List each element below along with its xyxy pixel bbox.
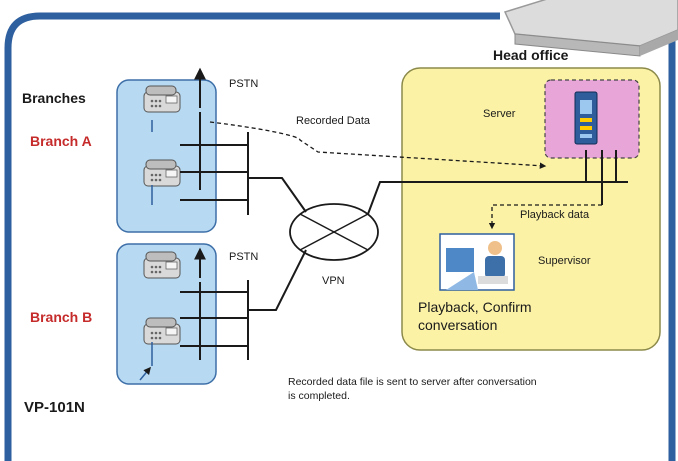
server-icon	[574, 91, 598, 145]
pstn-label-a: PSTN	[229, 78, 258, 90]
recorded-data-arrow	[209, 121, 547, 169]
recorder-device-icon	[503, 0, 678, 57]
note-line1: Recorded data file is sent to server aft…	[288, 376, 537, 388]
device-model-label: VP-101N	[24, 399, 85, 416]
branch-a-label: Branch A	[30, 133, 92, 149]
network-links	[248, 150, 628, 311]
playback-caption-line2: conversation	[418, 317, 497, 333]
branch-b-box	[116, 243, 217, 385]
branches-label: Branches	[22, 90, 86, 106]
supervisor-label: Supervisor	[538, 255, 591, 267]
telephone-icon	[143, 251, 181, 279]
branch-b-label: Branch B	[30, 309, 92, 325]
vpn-label: VPN	[322, 275, 345, 287]
playback-data-label: Playback data	[520, 209, 590, 221]
supervisor-at-computer-icon	[439, 233, 515, 291]
note-line2: is completed.	[288, 390, 350, 402]
vpn-cloud-icon	[289, 203, 379, 261]
head-office-label: Head office	[493, 47, 569, 63]
telephone-icon	[143, 317, 181, 345]
branch-a-wiring	[151, 67, 249, 215]
telephone-icon	[143, 85, 181, 113]
branch-b-wiring	[139, 247, 249, 381]
outer-frame	[4, 12, 500, 461]
playback-data-arrow	[488, 204, 602, 230]
branch-a-box	[116, 79, 217, 233]
telephone-icon	[143, 159, 181, 187]
playback-caption-line1: Playback, Confirm	[418, 299, 532, 315]
server-label: Server	[483, 108, 516, 120]
pstn-label-b: PSTN	[229, 251, 258, 263]
recorded-data-label: Recorded Data	[296, 115, 371, 127]
